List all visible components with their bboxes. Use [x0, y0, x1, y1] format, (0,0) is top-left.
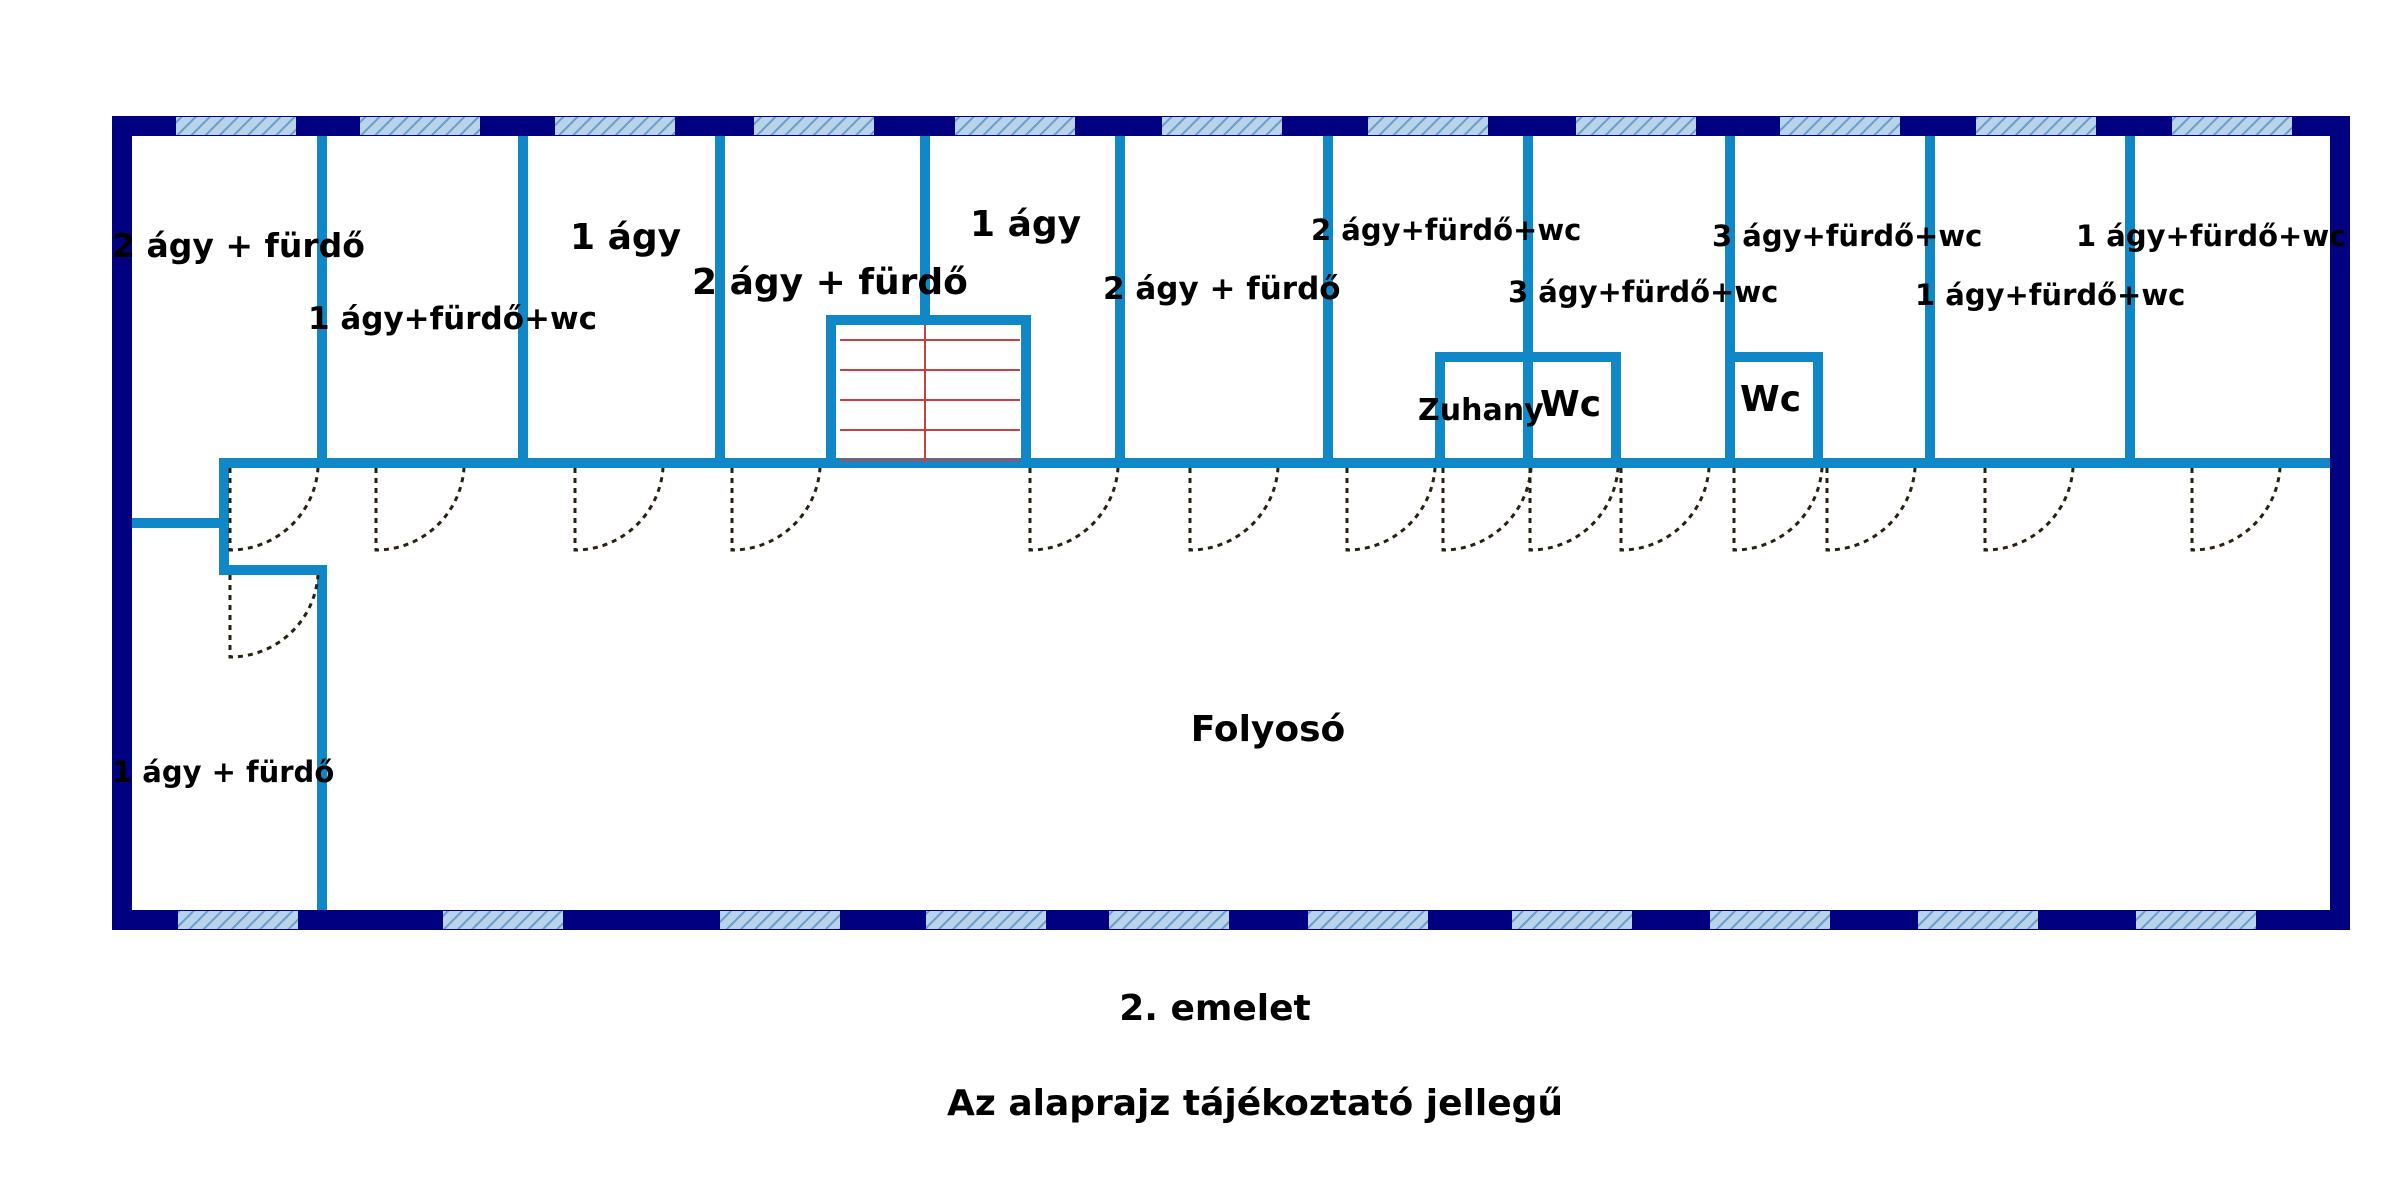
- room-label: 3 ágy+fürdő+wc: [1508, 275, 1778, 309]
- room-label: Zuhany: [1418, 393, 1544, 428]
- room-label: 1 ágy: [570, 217, 681, 258]
- outer-walls: [112, 116, 2350, 930]
- windows-bottom: [178, 911, 2256, 929]
- doors: [228, 467, 2282, 659]
- room-label: 2 ágy + fürdő: [1103, 271, 1341, 307]
- room-label: 2 ágy + fürdő: [692, 262, 968, 303]
- room-label: 1 ágy+fürdő+wc: [1915, 278, 2185, 312]
- stairs: [840, 325, 1020, 462]
- room-label: 2 ágy + fürdő: [112, 226, 365, 265]
- windows-top: [176, 117, 2292, 135]
- room-labels: 2 ágy + fürdő 1 ágy+fürdő+wc 1 ágy 2 ágy…: [112, 204, 2346, 789]
- room-label: 2 ágy+fürdő+wc: [1311, 213, 1581, 247]
- room-label: 1 ágy + fürdő: [112, 755, 334, 789]
- floor-title: 2. emelet: [1119, 988, 1311, 1029]
- room-label: 1 ágy: [970, 204, 1081, 245]
- inner-walls: [132, 136, 2330, 910]
- room-label: 3 ágy+fürdő+wc: [1712, 219, 1982, 253]
- room-label: Wc: [1540, 384, 1601, 425]
- corridor-label: Folyosó: [1191, 709, 1346, 750]
- room-label: 1 ágy+fürdő+wc: [308, 301, 597, 337]
- room-label: Wc: [1740, 379, 1801, 420]
- disclaimer-note: Az alaprajz tájékoztató jellegű: [947, 1083, 1563, 1124]
- room-label: 1 ágy+fürdő+wc: [2076, 219, 2346, 253]
